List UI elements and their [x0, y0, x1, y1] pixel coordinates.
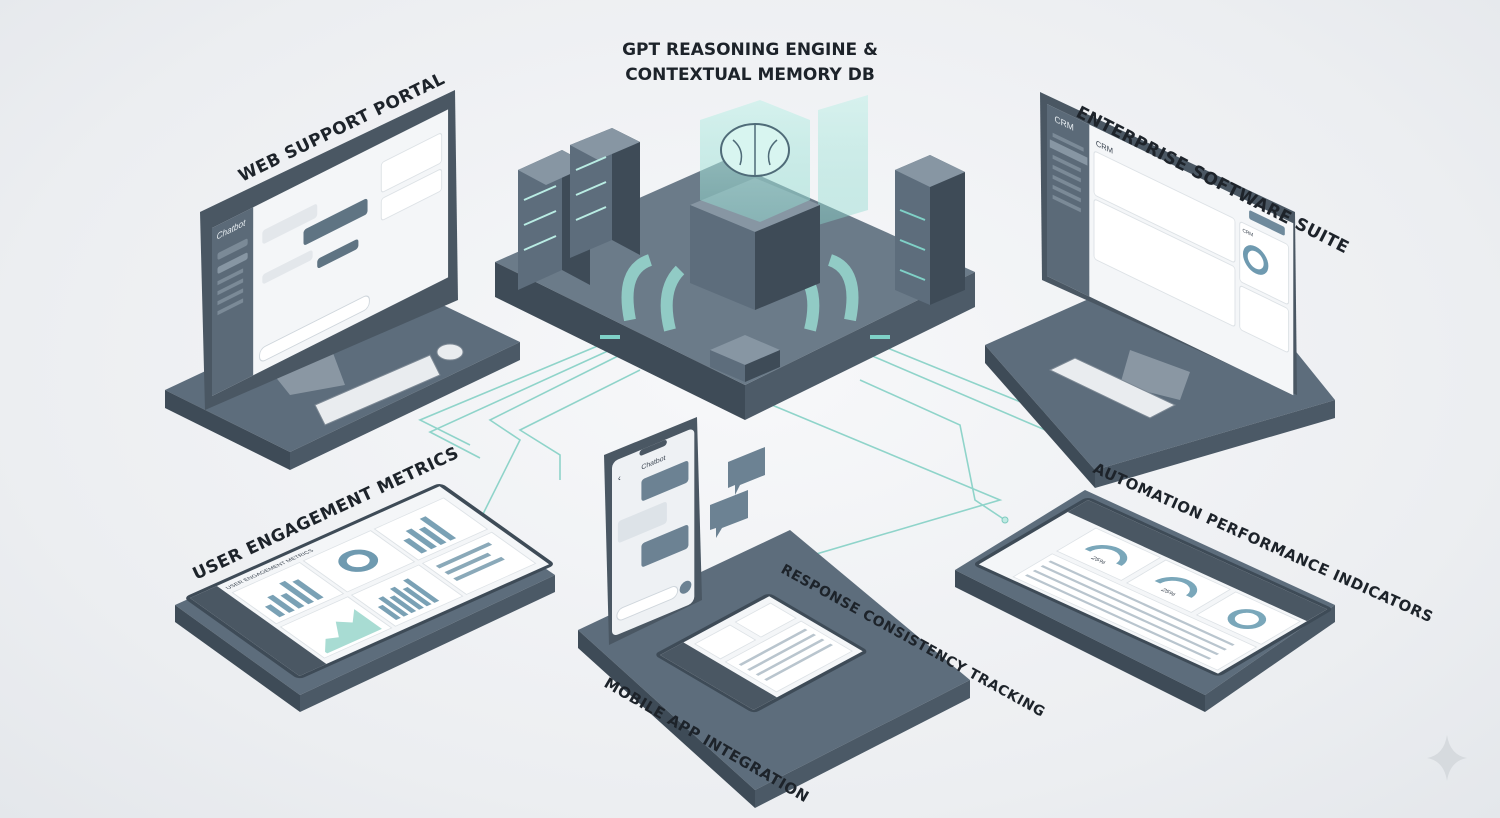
- automation-performance-device: 25% 25%: [955, 490, 1335, 712]
- keyboard: [314, 354, 441, 426]
- gauge-1: [1084, 545, 1128, 566]
- donut-chart: [338, 549, 379, 572]
- user-engagement-device: USER ENGAGEMENT METRICS: [175, 484, 555, 712]
- crm-widget-title: CRM: [1243, 228, 1254, 239]
- mobile-chat-input[interactable]: [616, 585, 679, 622]
- chat-bubble-bot: [641, 461, 689, 501]
- web-support-portal-device: Chatbot: [165, 90, 520, 470]
- mouse: [436, 343, 464, 361]
- floating-chat-bubble: [728, 447, 765, 495]
- crm-sidebar: [1047, 104, 1090, 297]
- data-pipes: [621, 254, 859, 332]
- gauge-2-value: 25%: [1159, 588, 1178, 597]
- donut-chart: [1242, 245, 1269, 275]
- memory-db-stack: [895, 155, 965, 305]
- consistency-tablet: [656, 594, 867, 713]
- gpt-engine-platform: [495, 95, 975, 420]
- phone-notch: [639, 440, 667, 456]
- connection-mobile: [744, 399, 1003, 576]
- gauge-2: [1154, 576, 1198, 598]
- chat-bubble-bot: [303, 198, 368, 245]
- connection-engagement: [479, 354, 621, 521]
- keyboard: [1048, 357, 1177, 419]
- gauge-1-value: 25%: [1089, 556, 1108, 565]
- bar-chart: [264, 516, 457, 621]
- back-icon[interactable]: ‹: [618, 473, 621, 484]
- chat-input[interactable]: [259, 294, 370, 363]
- connection-automation: [859, 379, 1006, 521]
- floating-chat-bubble: [710, 490, 748, 538]
- crm-action-button[interactable]: [1249, 210, 1285, 236]
- mobile-integration-device: Chatbot ‹: [578, 417, 970, 808]
- sparkle-icon: [1427, 735, 1467, 781]
- server-rack-middle: [570, 128, 640, 258]
- title-line-1: GPT REASONING ENGINE &: [622, 40, 878, 60]
- send-button[interactable]: [679, 579, 692, 596]
- chat-bubble-user: [262, 204, 318, 244]
- title-line-2: CONTEXTUAL MEMORY DB: [625, 65, 875, 85]
- chat-bubble-user: [617, 502, 667, 543]
- reasoning-core: [621, 100, 859, 382]
- crm-details-card: [1093, 151, 1236, 263]
- desk-plate: [165, 282, 520, 452]
- smartphone: Chatbot ‹: [604, 417, 702, 645]
- monitor-stand: [270, 345, 345, 395]
- connection-web: [418, 344, 601, 446]
- glass-panel: [818, 95, 868, 225]
- crm-list-card: [1093, 199, 1236, 327]
- donut-chart: [1227, 609, 1267, 630]
- enterprise-suite-device: CRM CRM CRM: [985, 92, 1335, 488]
- area-chart: [325, 609, 382, 654]
